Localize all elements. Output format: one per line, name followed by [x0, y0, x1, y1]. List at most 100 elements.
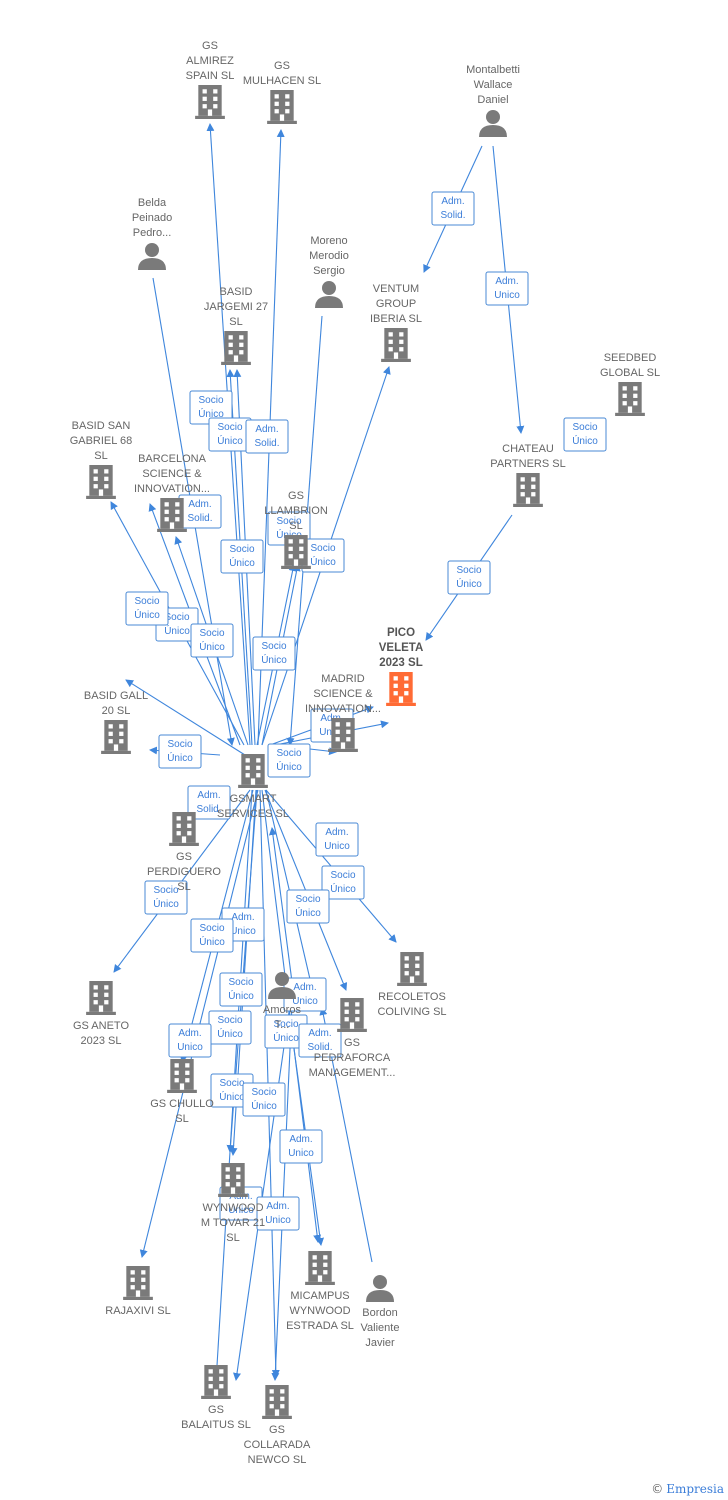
edge-label-box [298, 1023, 342, 1058]
node-label: SL [94, 450, 107, 462]
edge-label-text: Único [167, 751, 193, 764]
empresia-footer[interactable]: ©Empresia [651, 1482, 724, 1496]
node-label: INNOVATION... [305, 703, 381, 715]
edge-label[interactable]: Adm.Unico [315, 822, 359, 857]
edge-label-text: Adm. [255, 424, 278, 435]
edge-label-box [267, 743, 311, 778]
node-rajaxivi[interactable]: RAJAXIVI SL [105, 1266, 171, 1317]
building-icon [201, 1365, 231, 1399]
building-icon [157, 498, 187, 532]
node-pedraforca[interactable]: GSPEDRAFORCAMANAGEMENT... [309, 998, 396, 1079]
edge-label[interactable]: Adm. Solid. [245, 419, 289, 454]
node-label: Montalbetti [466, 64, 520, 76]
edge-label-text: Adm. [325, 827, 348, 838]
relationship-edge [233, 1004, 291, 1381]
node-label: Belda [138, 197, 167, 209]
node-label: WYNWOOD [202, 1202, 263, 1214]
edge-label-box [315, 822, 359, 857]
node-label: INNOVATION... [134, 483, 210, 495]
node-label: 20 SL [102, 705, 131, 717]
edge-label-text: Socio [199, 628, 224, 639]
node-label: MICAMPUS [290, 1290, 349, 1302]
edge-label-text: Solid. [254, 438, 279, 449]
edge-label[interactable]: Adm.Unico [256, 1196, 300, 1231]
node-belda[interactable]: BeldaPeinadoPedro... [132, 197, 172, 270]
brand-logo: Empresia [666, 1482, 724, 1496]
building-icon [167, 1059, 197, 1093]
edge-label-text: Único [229, 556, 255, 569]
edge-label[interactable]: Adm.Unico [168, 1023, 212, 1058]
node-label: WYNWOOD [289, 1305, 350, 1317]
edge-label[interactable]: Adm.Solid. [298, 1023, 342, 1058]
edge-label[interactable]: Adm.Unico [283, 977, 327, 1012]
edge-label[interactable]: Adm.Solid. [178, 494, 222, 529]
building-icon [267, 90, 297, 124]
edge-label[interactable]: Adm.Solid. [187, 785, 231, 820]
edge-label[interactable]: Adm.Unico [485, 271, 529, 306]
node-label: Valiente [361, 1322, 400, 1334]
edge-label-text: Único [276, 760, 302, 773]
edge-label-text: Socio [164, 612, 189, 623]
edge-label-text: Unico [228, 1205, 254, 1216]
node-label: MULHACEN SL [243, 75, 321, 87]
building-icon [238, 754, 268, 788]
node-label: GS [269, 1424, 285, 1436]
node-label: GS [202, 40, 218, 52]
node-amoros[interactable]: AmorosT... [263, 972, 301, 1031]
edge-label-box [447, 560, 491, 595]
edge-label-box [190, 623, 234, 658]
node-label: T... [275, 1019, 290, 1031]
edge-label-box [431, 191, 475, 226]
edge-label-text: Socio [217, 422, 242, 433]
edge-label[interactable]: Adm.Unico [279, 1129, 323, 1164]
node-label: M TOVAR 21 [201, 1217, 265, 1229]
edge-label[interactable]: Adm.Solid. [431, 191, 475, 226]
node-label: Wallace [474, 79, 513, 91]
node-label: SCIENCE & [313, 688, 373, 700]
